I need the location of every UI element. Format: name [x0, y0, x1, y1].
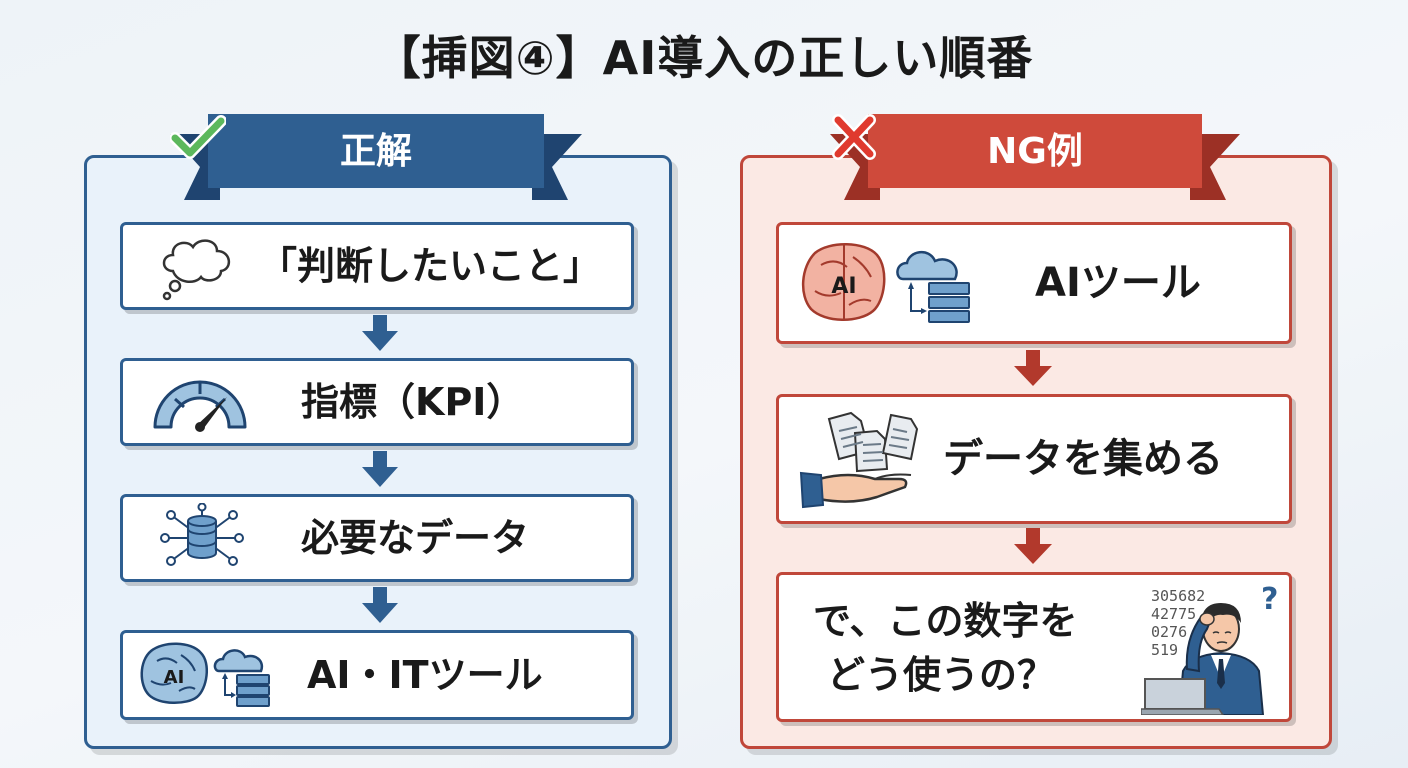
correct-step-1: 「判断したいこと」	[120, 222, 634, 310]
down-arrow-icon	[362, 451, 398, 487]
wrong-step-3-label-line1: で、この数字を	[813, 599, 1078, 643]
wrong-ribbon: NG例	[830, 114, 1240, 200]
down-arrow-icon	[362, 587, 398, 623]
correct-step-2-label: 指標（KPI）	[301, 380, 525, 424]
number-line: 0276	[1151, 623, 1188, 641]
database-network-icon	[160, 503, 244, 566]
brain-ai-text: AI	[164, 667, 185, 688]
correct-step-4: AI AI・ITツール	[120, 630, 634, 720]
correct-ribbon: 正解	[170, 114, 582, 200]
page-title: 【挿図④】AI導入の正しい順番	[374, 31, 1034, 85]
number-list: 305682 42775 0276 519	[1151, 587, 1205, 659]
documents-hand-icon	[799, 411, 919, 509]
gauge-icon	[153, 380, 247, 432]
number-line: 305682	[1151, 587, 1206, 605]
wrong-step-2: データを集める	[776, 394, 1292, 524]
down-arrow-icon	[362, 315, 398, 351]
thought-bubble-icon	[162, 239, 230, 301]
brain-ai-text: AI	[831, 274, 856, 299]
correct-step-4-label: AI・ITツール	[307, 653, 543, 697]
wrong-step-2-label: データを集める	[943, 436, 1223, 482]
wrong-heading: NG例	[987, 131, 1083, 172]
check-icon	[170, 115, 226, 159]
down-arrow-icon	[1014, 350, 1052, 386]
wrong-step-1: AI AIツール	[776, 222, 1292, 344]
down-arrow-icon	[1014, 528, 1052, 564]
correct-step-3: 必要なデータ	[120, 494, 634, 582]
number-line: 42775	[1151, 605, 1197, 623]
correct-step-1-label: 「判断したいこと」	[259, 244, 602, 288]
ai-brain-cloud-server-icon: AI	[801, 243, 970, 323]
wrong-step-1-label: AIツール	[1035, 260, 1201, 306]
correct-heading: 正解	[339, 131, 412, 172]
wrong-step-3-label-line2: どう使うの？	[827, 653, 1056, 697]
correct-step-3-label: 必要なデータ	[301, 516, 530, 560]
cross-icon	[832, 114, 876, 160]
number-line: 519	[1151, 641, 1179, 659]
confused-person-icon: ?	[1141, 582, 1278, 715]
wrong-step-3: で、この数字を どう使うの？ 305682 42775 0276 519 ?	[776, 572, 1292, 722]
ai-brain-cloud-server-icon: AI	[140, 642, 270, 707]
correct-step-2: 指標（KPI）	[120, 358, 634, 446]
question-mark-text: ?	[1261, 582, 1278, 617]
